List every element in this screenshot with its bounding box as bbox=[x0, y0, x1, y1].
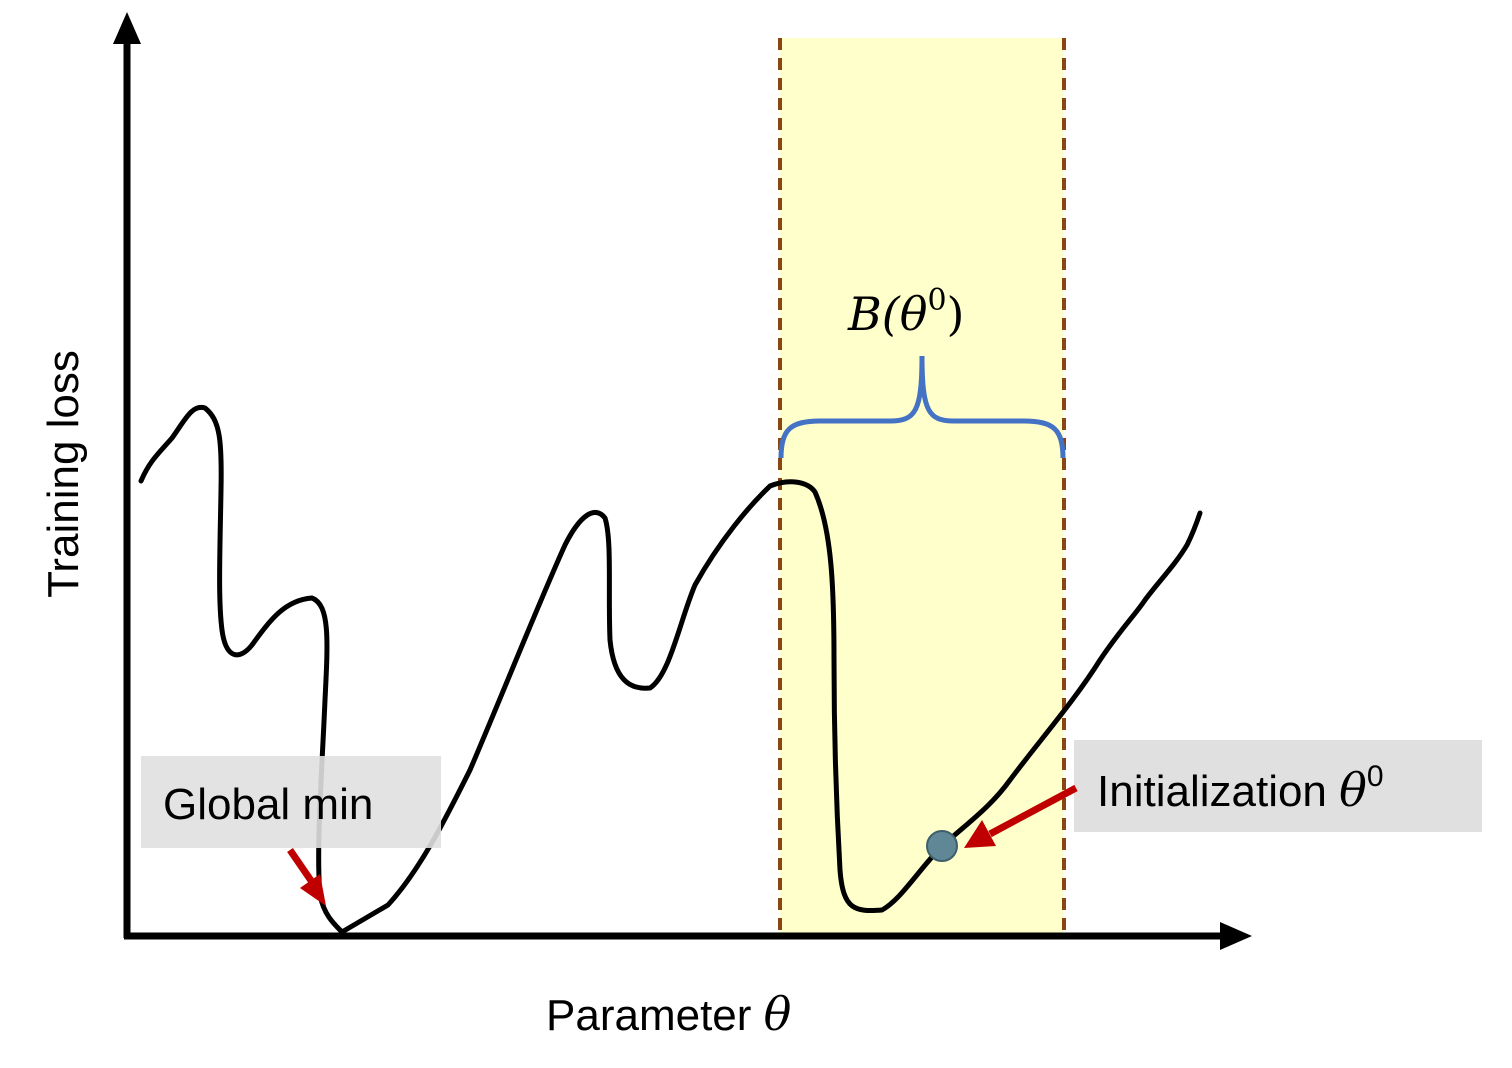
neighborhood-brace bbox=[778, 355, 1066, 459]
initialization-superscript: 0 bbox=[1367, 760, 1384, 793]
x-axis-label: Parameter θ bbox=[546, 987, 791, 1041]
neighborhood-prefix: B( bbox=[847, 287, 901, 341]
x-axis-arrowhead bbox=[1220, 922, 1252, 950]
neighborhood-theta: θ bbox=[900, 287, 928, 341]
neighborhood-label: B(θ0) bbox=[847, 283, 965, 341]
y-axis-label: Training loss bbox=[39, 350, 88, 598]
global-min-arrowhead bbox=[300, 874, 326, 906]
y-axis-arrowhead bbox=[113, 12, 141, 44]
x-axis-theta: θ bbox=[764, 987, 792, 1041]
initialization-theta: θ bbox=[1339, 763, 1367, 817]
neighborhood-band bbox=[780, 38, 1064, 936]
initialization-arrow-shaft bbox=[988, 784, 1078, 838]
initialization-label-box bbox=[1074, 740, 1482, 832]
global-min-label: Global min bbox=[163, 780, 373, 829]
neighborhood-superscript: 0 bbox=[927, 283, 946, 318]
initialization-arrowhead bbox=[964, 820, 996, 848]
global-min-label-box bbox=[141, 756, 441, 848]
neighborhood-suffix: ) bbox=[947, 287, 965, 341]
loss-curve bbox=[138, 404, 1203, 935]
global-min-arrow-shaft bbox=[287, 848, 315, 884]
initialization-label: Initialization θ0 bbox=[1097, 760, 1384, 817]
x-axis-label-text: Parameter bbox=[546, 991, 764, 1040]
initialization-text: Initialization bbox=[1097, 767, 1339, 816]
initialization-point bbox=[926, 830, 958, 862]
